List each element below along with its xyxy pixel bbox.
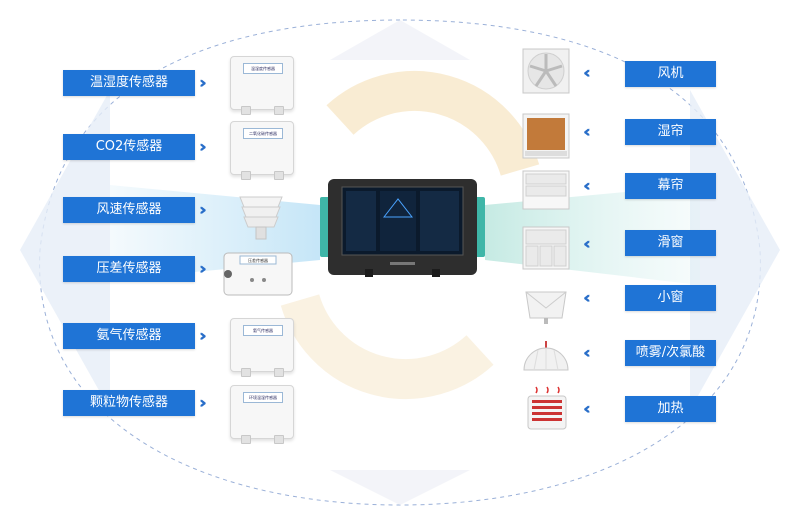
ammonia-sensor-device: 氨气传感器 <box>230 318 294 377</box>
chevron-left-icon: ‹‹‹ <box>583 63 591 82</box>
heater-icon <box>527 386 567 430</box>
label-curtain: 幕帘 <box>625 173 716 199</box>
curtain-icon <box>522 170 570 210</box>
co2-sensor-device: 二氧化碳传感器 <box>230 121 294 180</box>
device-tag: 环境温湿传感器 <box>243 392 283 403</box>
chevron-right-icon: ››› <box>199 259 207 278</box>
device-tag: 二氧化碳传感器 <box>243 128 283 139</box>
device-tag: 压差传感器 <box>248 257 268 263</box>
label-wind-speed-sensor: 风速传感器 <box>63 197 195 223</box>
small-window-icon <box>525 291 567 324</box>
wind-speed-sensor-device <box>239 196 283 240</box>
chevron-right-icon: ››› <box>199 393 207 412</box>
device-tag: 温湿度传感器 <box>243 63 283 74</box>
label-ammonia-sensor: 氨气传感器 <box>63 323 195 349</box>
label-co2-sensor: CO2传感器 <box>63 134 195 160</box>
chevron-right-icon: ››› <box>199 137 207 156</box>
label-temp-humidity-sensor: 温湿度传感器 <box>63 70 195 96</box>
pressure-diff-sensor-device: 压差传感器 <box>223 252 293 296</box>
device-tag: 氨气传感器 <box>243 325 283 336</box>
chevron-left-icon: ‹‹‹ <box>583 288 591 307</box>
chevron-right-icon: ››› <box>199 73 207 92</box>
chevron-left-icon: ‹‹‹ <box>583 234 591 253</box>
wet-curtain-icon <box>522 113 570 159</box>
label-wet-curtain: 湿帘 <box>625 119 716 145</box>
label-sprayer: 喷雾/次氯酸 <box>625 340 716 366</box>
chevron-right-icon: ››› <box>199 326 207 345</box>
controller-device <box>320 179 485 277</box>
chevron-right-icon: ››› <box>199 200 207 219</box>
chevron-left-icon: ‹‹‹ <box>583 176 591 195</box>
fan-icon <box>522 48 570 94</box>
chevron-left-icon: ‹‹‹ <box>583 122 591 141</box>
label-pressure-diff-sensor: 压差传感器 <box>63 256 195 282</box>
chevron-left-icon: ‹‹‹ <box>583 343 591 362</box>
label-heater: 加热 <box>625 396 716 422</box>
particulate-sensor-device: 环境温湿传感器 <box>230 385 294 444</box>
sliding-window-icon <box>522 226 570 270</box>
chevron-left-icon: ‹‹‹ <box>583 399 591 418</box>
sprayer-icon <box>523 341 569 371</box>
label-particulate-sensor: 颗粒物传感器 <box>63 390 195 416</box>
label-small-window: 小窗 <box>625 285 716 311</box>
temp-humidity-sensor-device: 温湿度传感器 <box>230 56 294 115</box>
label-sliding-window: 滑窗 <box>625 230 716 256</box>
label-fan: 风机 <box>625 61 716 87</box>
